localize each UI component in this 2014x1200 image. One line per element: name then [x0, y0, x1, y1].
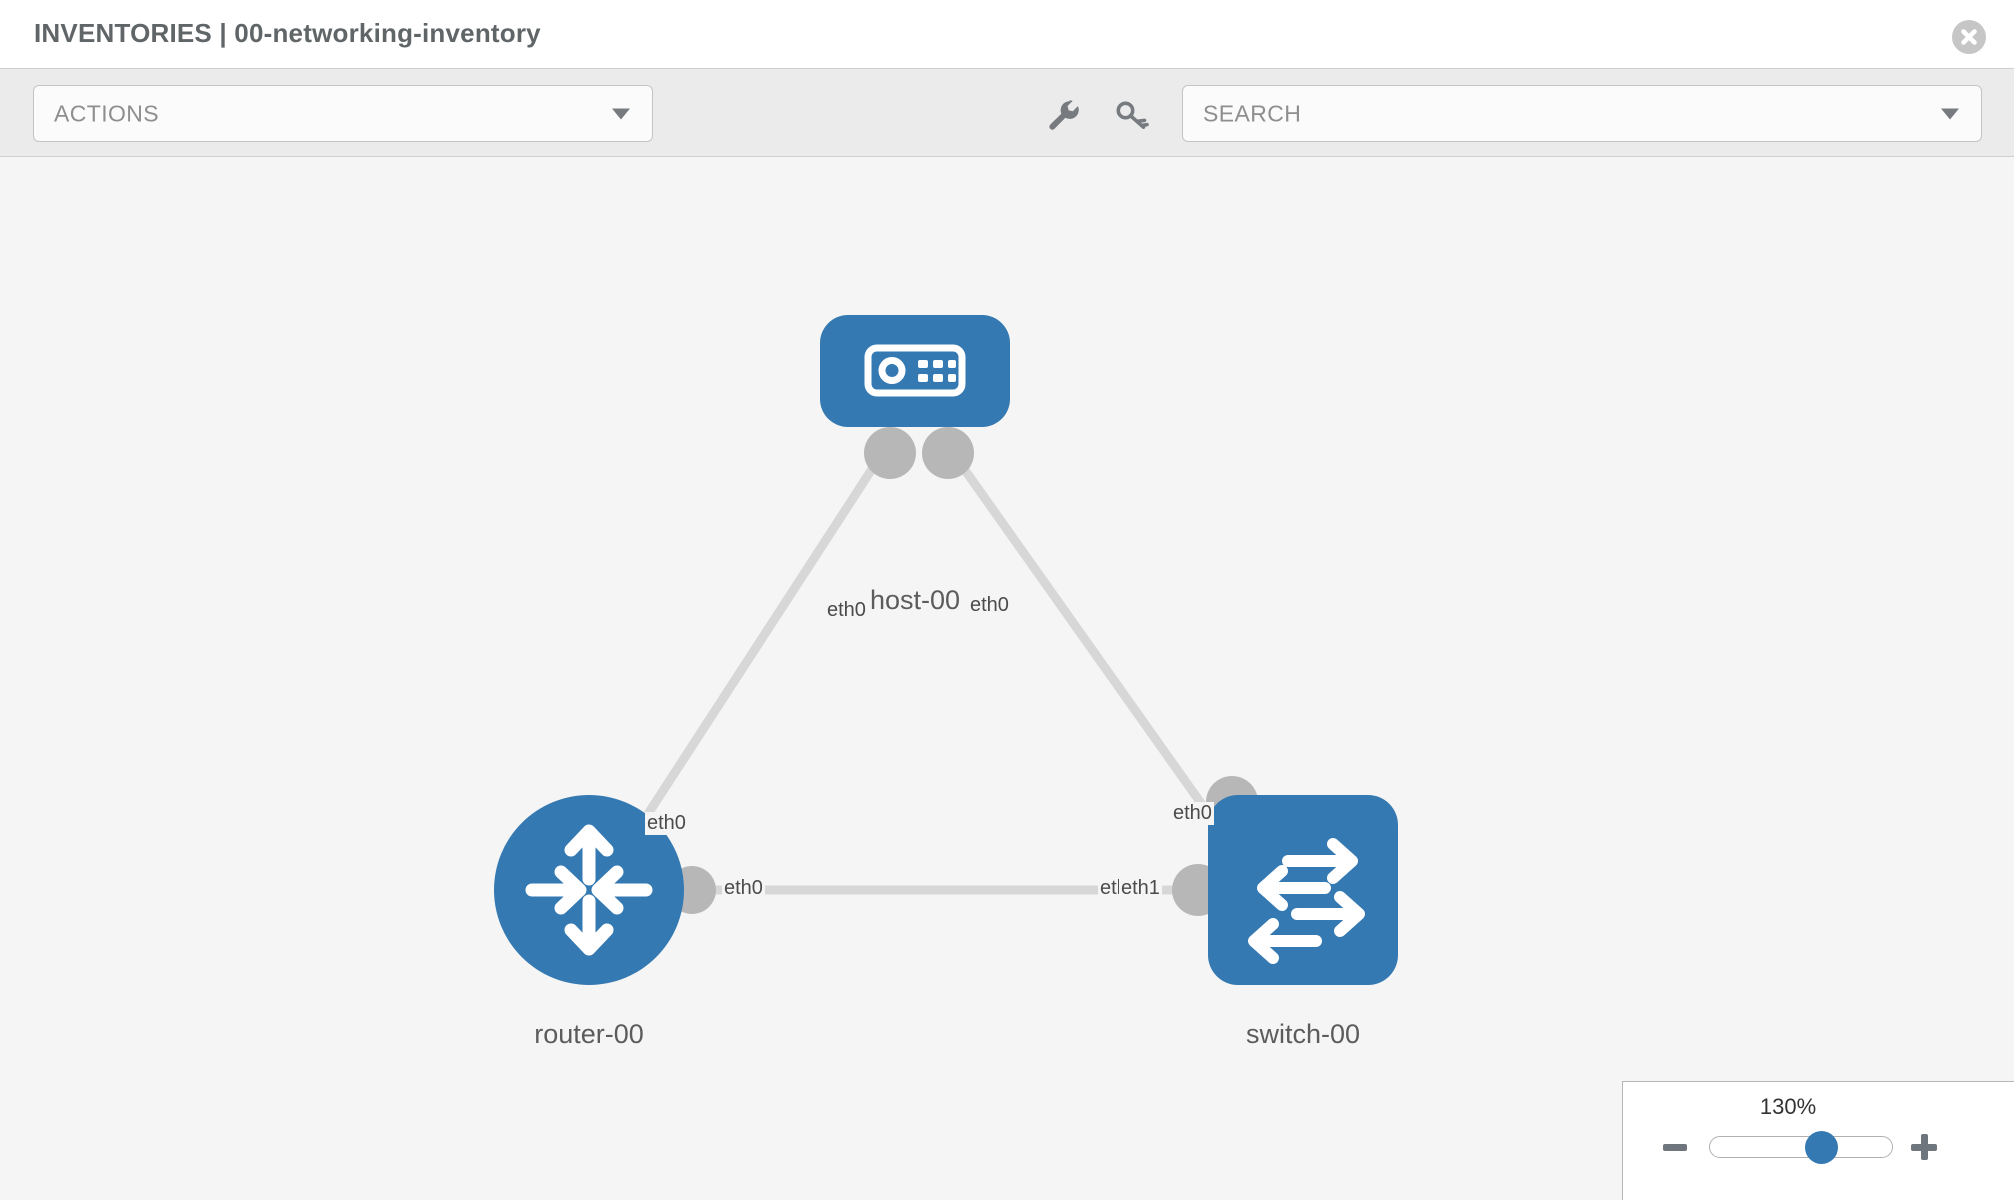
chevron-down-icon: [1941, 108, 1959, 119]
port-label-switch-uplink: eth0: [1171, 802, 1214, 825]
key-icon[interactable]: [1113, 97, 1149, 133]
link-layer: [616, 446, 1236, 895]
page-title: INVENTORIES | 00-networking-inventory: [34, 18, 541, 48]
node-host-00: [820, 315, 1010, 427]
topology-canvas[interactable]: host-00 router-00 switch-00 eth0 eth0 et…: [0, 157, 2014, 1200]
port-label-host-left: eth0: [825, 599, 868, 622]
topology-graph: [494, 315, 1398, 985]
zoom-slider[interactable]: [1709, 1131, 1893, 1164]
port-label-switch-west: eth1: [1119, 877, 1162, 900]
connector-host-left: [864, 427, 916, 479]
port-label-router-uplink: eth0: [645, 812, 688, 835]
toolbar: ACTIONS SEARCH: [0, 68, 2014, 157]
link-host-router: [616, 446, 889, 860]
node-router-00: [494, 795, 684, 985]
wrench-icon[interactable]: [1045, 97, 1081, 133]
search-placeholder: SEARCH: [1203, 100, 1302, 126]
close-icon[interactable]: [1952, 20, 1986, 54]
node-switch-00: [1208, 795, 1398, 985]
node-label-router-00: router-00: [531, 1019, 647, 1050]
link-host-switch: [946, 446, 1236, 850]
actions-dropdown-label: ACTIONS: [54, 100, 160, 126]
node-label-switch-00: switch-00: [1242, 1019, 1364, 1050]
connector-layer: [606, 427, 1258, 916]
actions-dropdown[interactable]: ACTIONS: [33, 85, 653, 142]
window-header: INVENTORIES | 00-networking-inventory: [0, 0, 2014, 68]
zoom-slider-thumb[interactable]: [1805, 1131, 1839, 1164]
port-label-router-east: eth0: [722, 877, 765, 900]
search-input[interactable]: SEARCH: [1182, 85, 1982, 142]
zoom-level-value: 130%: [1759, 1094, 1817, 1119]
chevron-down-icon: [612, 108, 630, 119]
connector-host-right: [922, 427, 974, 479]
port-label-host-right: eth0: [968, 594, 1011, 617]
node-label-host-00: host-00: [866, 585, 964, 616]
plus-icon[interactable]: [1911, 1134, 1937, 1160]
minus-icon[interactable]: [1663, 1144, 1687, 1151]
zoom-control-panel: 130%: [1622, 1081, 2014, 1200]
